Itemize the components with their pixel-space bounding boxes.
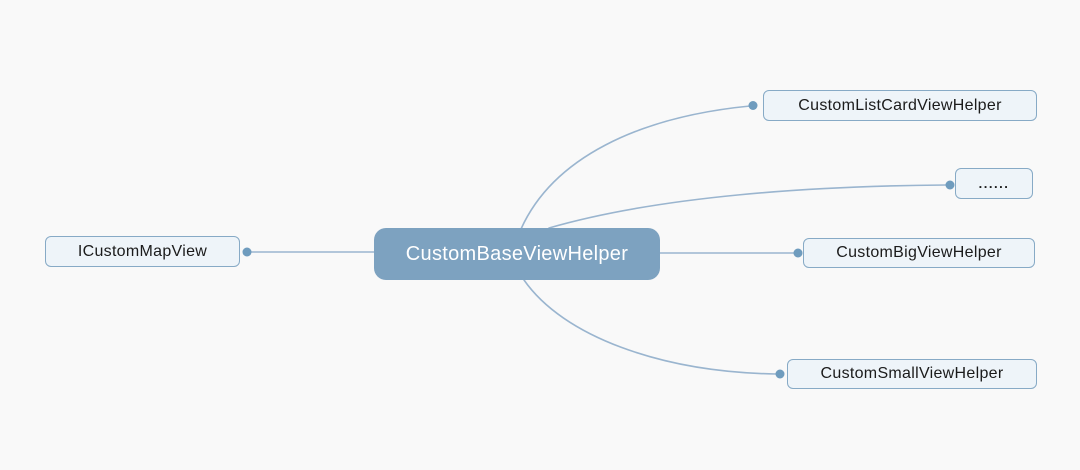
connector-right-4 (523, 279, 777, 375)
node-ellipsis[interactable]: ...... (955, 168, 1033, 199)
node-icustommapview[interactable]: ICustomMapView (45, 236, 240, 267)
node-customsmallviewhelper[interactable]: CustomSmallViewHelper (787, 359, 1037, 389)
node-label: CustomListCardViewHelper (798, 96, 1002, 114)
endpoint-dot (748, 101, 758, 110)
endpoint-dot (793, 248, 803, 258)
node-custombaseviewhelper[interactable]: CustomBaseViewHelper (374, 228, 660, 280)
connector-right-2 (548, 184, 947, 229)
node-label: ...... (978, 176, 1010, 191)
node-custombigviewhelper[interactable]: CustomBigViewHelper (803, 238, 1035, 268)
endpoint-dot (945, 180, 955, 190)
connector-right-1 (520, 105, 751, 230)
node-label: CustomSmallViewHelper (820, 365, 1004, 382)
node-customlistcardviewhelper[interactable]: CustomListCardViewHelper (763, 90, 1037, 121)
node-label: CustomBaseViewHelper (405, 242, 629, 265)
node-label: CustomBigViewHelper (836, 244, 1002, 261)
node-label: ICustomMapView (77, 242, 208, 260)
endpoint-dot (775, 369, 785, 379)
endpoint-dot (242, 247, 252, 257)
